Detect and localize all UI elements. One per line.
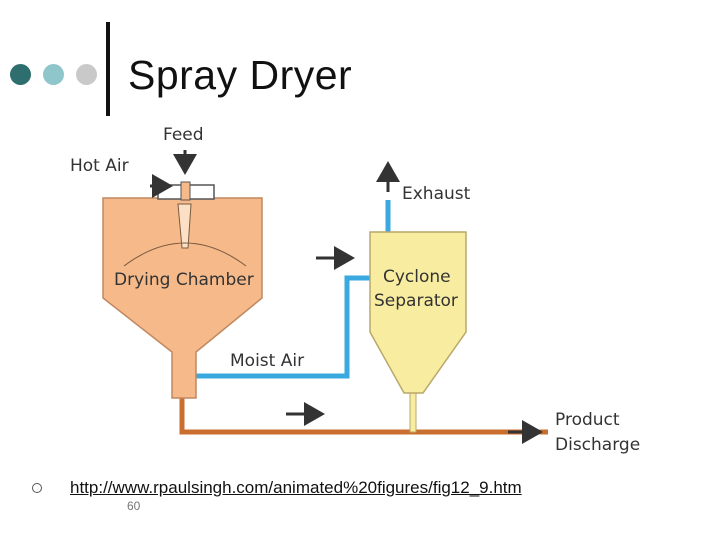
page-number: 60 xyxy=(127,499,141,513)
exhaust-label: Exhaust xyxy=(402,184,471,204)
spray-pattern xyxy=(123,242,247,267)
source-link[interactable]: http://www.rpaulsingh.com/animated%20fig… xyxy=(70,478,522,497)
moist-air-label: Moist Air xyxy=(230,351,304,371)
moist-air-duct xyxy=(196,275,370,379)
drying-chamber xyxy=(102,197,263,399)
hot-air-label: Hot Air xyxy=(70,156,129,176)
feed-pipe xyxy=(180,181,191,201)
spray-nozzle xyxy=(177,203,192,249)
cyclone-outlet xyxy=(409,392,417,433)
product-line xyxy=(179,398,548,435)
bullet-icon xyxy=(32,483,42,493)
dot-dark xyxy=(10,64,31,85)
title-dots xyxy=(10,64,100,86)
dot-teal xyxy=(43,64,64,85)
cyclone-label-line2: Separator xyxy=(374,291,458,311)
feed-label: Feed xyxy=(163,125,204,145)
dot-gray xyxy=(76,64,97,85)
cyclone-separator xyxy=(369,231,467,394)
title-divider xyxy=(106,22,110,116)
drying-chamber-label: Drying Chamber xyxy=(114,270,254,290)
slide-title: Spray Dryer xyxy=(128,52,353,98)
product-label-line2: Discharge xyxy=(555,435,640,455)
product-label-line1: Product xyxy=(555,410,620,430)
cyclone-label-line1: Cyclone xyxy=(383,267,451,287)
